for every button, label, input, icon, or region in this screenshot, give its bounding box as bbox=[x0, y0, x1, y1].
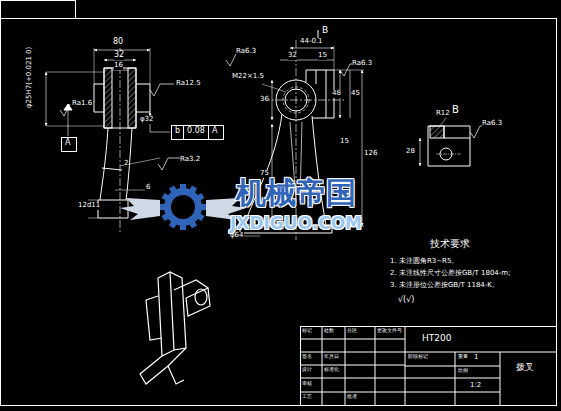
roughness: Ra1.6 bbox=[72, 100, 92, 108]
dimension: 15 bbox=[318, 52, 327, 60]
material: HT200 bbox=[422, 334, 451, 344]
gear-tooth bbox=[162, 193, 170, 201]
roughness: √(√) bbox=[398, 296, 414, 305]
gear-tooth bbox=[162, 213, 170, 221]
roughness: Ra6.3 bbox=[482, 120, 502, 128]
dimension: 6 bbox=[146, 184, 150, 192]
dimension: 2 bbox=[124, 160, 128, 168]
side-view bbox=[46, 38, 180, 232]
watermark: JXDIGUO.COM bbox=[230, 214, 362, 233]
title-cell: 标记 bbox=[302, 328, 312, 334]
datum-box: A bbox=[61, 137, 77, 152]
dimension: R12 bbox=[436, 110, 450, 118]
view-arrow-label: B bbox=[322, 26, 328, 36]
title-cell: 工艺 bbox=[302, 394, 312, 400]
drawing-frame bbox=[1, 19, 557, 406]
title-cell: 批准 bbox=[347, 394, 357, 400]
watermark: 机械帝国 bbox=[236, 176, 356, 209]
gear-tooth bbox=[169, 186, 177, 194]
quantity: 1 bbox=[474, 354, 478, 362]
view-label: B bbox=[452, 104, 459, 115]
dimension: M22×1.5 bbox=[232, 73, 264, 81]
dimension: 12d11 bbox=[78, 202, 100, 210]
frame-cell: A bbox=[62, 138, 73, 151]
title-block bbox=[300, 326, 557, 406]
roughness: Ra3.2 bbox=[180, 156, 200, 164]
title-cell: 重量 bbox=[458, 354, 468, 360]
frame-cell: b bbox=[172, 126, 183, 139]
scale: 1:2 bbox=[470, 382, 481, 390]
title-cell: 比例 bbox=[458, 368, 468, 374]
front-view bbox=[226, 30, 364, 240]
watermark-logo bbox=[120, 184, 246, 230]
gear-tooth bbox=[189, 220, 197, 228]
note: 2. 未注线性尺寸公差按GB/T 1804-m; bbox=[390, 270, 511, 278]
title-cell: 年月日 bbox=[324, 354, 339, 360]
dimension: φ25H7(+0.021 0) bbox=[26, 47, 34, 108]
gear-tooth bbox=[200, 204, 206, 210]
gear-tooth bbox=[160, 204, 166, 210]
roughness: Ra12.5 bbox=[176, 80, 201, 88]
note: 3. 未注形位公差按GB/T 1184-K。 bbox=[390, 282, 499, 290]
dimension: 36 bbox=[260, 96, 269, 104]
title-cell: 分区 bbox=[347, 328, 357, 334]
frame-stub bbox=[1, 1, 76, 19]
gear-tooth bbox=[180, 184, 186, 190]
dimension: 45 bbox=[351, 90, 360, 98]
title-cell: 签名 bbox=[302, 354, 312, 360]
part-name: 拨叉 bbox=[516, 363, 534, 373]
gear-tooth bbox=[169, 220, 177, 228]
frame-cell: 0.08 bbox=[183, 126, 208, 139]
dimension: 16 bbox=[114, 62, 123, 70]
dimension: 80 bbox=[113, 38, 123, 47]
roughness: Ra6.3 bbox=[352, 60, 372, 68]
note: 1. 未注圆角R3~R5。 bbox=[390, 258, 458, 266]
gear-tooth bbox=[189, 186, 197, 194]
gear-tooth bbox=[180, 224, 186, 230]
dimension: 15 bbox=[340, 138, 349, 146]
iso-sketch bbox=[140, 272, 210, 384]
dimension: φ64 bbox=[230, 232, 244, 240]
dimension: φ32 bbox=[140, 116, 154, 124]
dimension: 44-0.1 bbox=[300, 38, 323, 46]
dimension: 126 bbox=[364, 150, 377, 158]
title-cell: 设计 bbox=[302, 367, 312, 373]
frame-cell: A bbox=[208, 126, 220, 139]
notes-heading: 技术要求 bbox=[430, 238, 470, 249]
dimension: 28 bbox=[406, 148, 415, 156]
tolerance-frame: b0.08A bbox=[171, 125, 224, 140]
dimension: 48 bbox=[332, 90, 341, 98]
gear-tooth bbox=[196, 213, 204, 221]
title-cell: 处数 bbox=[324, 328, 334, 334]
gear-tooth bbox=[196, 193, 204, 201]
title-cell: 更改文件号 bbox=[377, 328, 402, 334]
roughness: Ra6.3 bbox=[236, 48, 256, 56]
title-cell: 标准化 bbox=[324, 367, 339, 373]
dimension: 32 bbox=[288, 52, 297, 60]
title-cell: 阶段标记 bbox=[408, 354, 428, 360]
dimension: 32 bbox=[114, 51, 124, 60]
title-cell: 审核 bbox=[302, 381, 312, 387]
